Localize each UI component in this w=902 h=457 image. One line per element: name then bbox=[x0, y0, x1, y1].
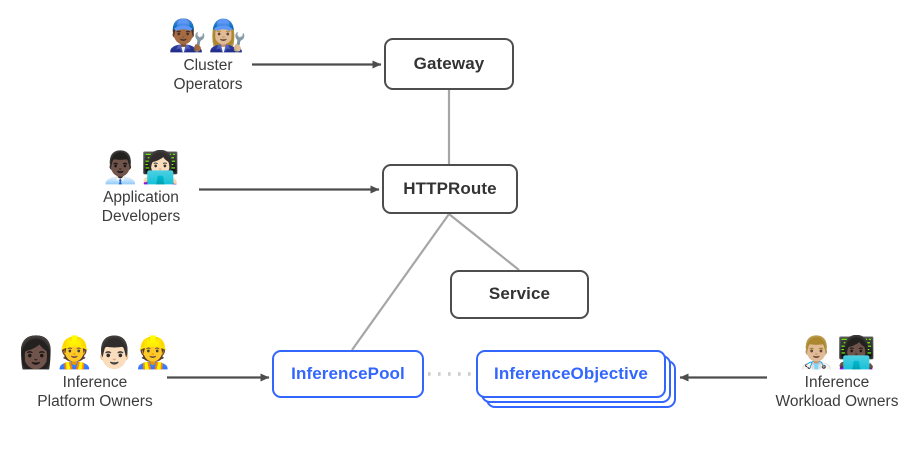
node-gateway[interactable]: Gateway bbox=[384, 38, 514, 90]
persona-application-developers-line1: Application bbox=[103, 188, 179, 206]
mechanic-pair-icon: 👨🏾‍🔧👩🏼‍🔧 bbox=[168, 18, 248, 54]
persona-inference-platform-owners: 👩🏿‍👷👨🏻‍👷 Inference Platform Owners bbox=[17, 337, 172, 412]
node-service[interactable]: Service bbox=[450, 270, 589, 319]
node-inferenceobjective-label: InferenceObjective bbox=[494, 363, 648, 383]
persona-inference-workload-owners: 👨🏼‍⚕️👩🏿‍💻 Inference Workload Owners bbox=[772, 337, 902, 412]
persona-application-developers-line2: Developers bbox=[101, 208, 181, 226]
persona-application-developers: 👨🏿‍💼👩🏻‍💻 Application Developers bbox=[83, 152, 199, 227]
persona-cluster-operators-line2: Operators bbox=[173, 76, 243, 94]
persona-inference-platform-owners-line2: Platform Owners bbox=[37, 393, 153, 411]
node-inferencepool[interactable]: InferencePool bbox=[272, 350, 424, 398]
health-worker-technologist-pair-icon: 👨🏼‍⚕️👩🏿‍💻 bbox=[797, 335, 877, 371]
office-worker-technologist-pair-icon: 👨🏿‍💼👩🏻‍💻 bbox=[101, 150, 181, 186]
persona-inference-workload-owners-line2: Workload Owners bbox=[775, 393, 899, 411]
edge-httproute-to-service bbox=[448, 213, 520, 271]
edge-httproute-to-inferencepool bbox=[351, 213, 450, 351]
node-inferenceobjective-stack[interactable]: InferenceObjective bbox=[476, 350, 676, 410]
persona-inference-workload-owners-line1: Inference bbox=[804, 373, 870, 391]
node-httproute[interactable]: HTTPRoute bbox=[382, 164, 518, 214]
persona-cluster-operators: 👨🏾‍🔧👩🏼‍🔧 Cluster Operators bbox=[150, 20, 266, 95]
persona-inference-platform-owners-line1: Inference bbox=[62, 373, 128, 391]
persona-cluster-operators-line1: Cluster bbox=[183, 56, 233, 74]
node-gateway-label: Gateway bbox=[413, 53, 485, 73]
node-inferenceobjective[interactable]: InferenceObjective bbox=[476, 350, 666, 398]
node-service-label: Service bbox=[488, 284, 551, 304]
construction-worker-pair-icon: 👩🏿‍👷👨🏻‍👷 bbox=[16, 335, 174, 371]
node-inferencepool-label: InferencePool bbox=[291, 363, 405, 383]
node-httproute-label: HTTPRoute bbox=[403, 178, 497, 198]
